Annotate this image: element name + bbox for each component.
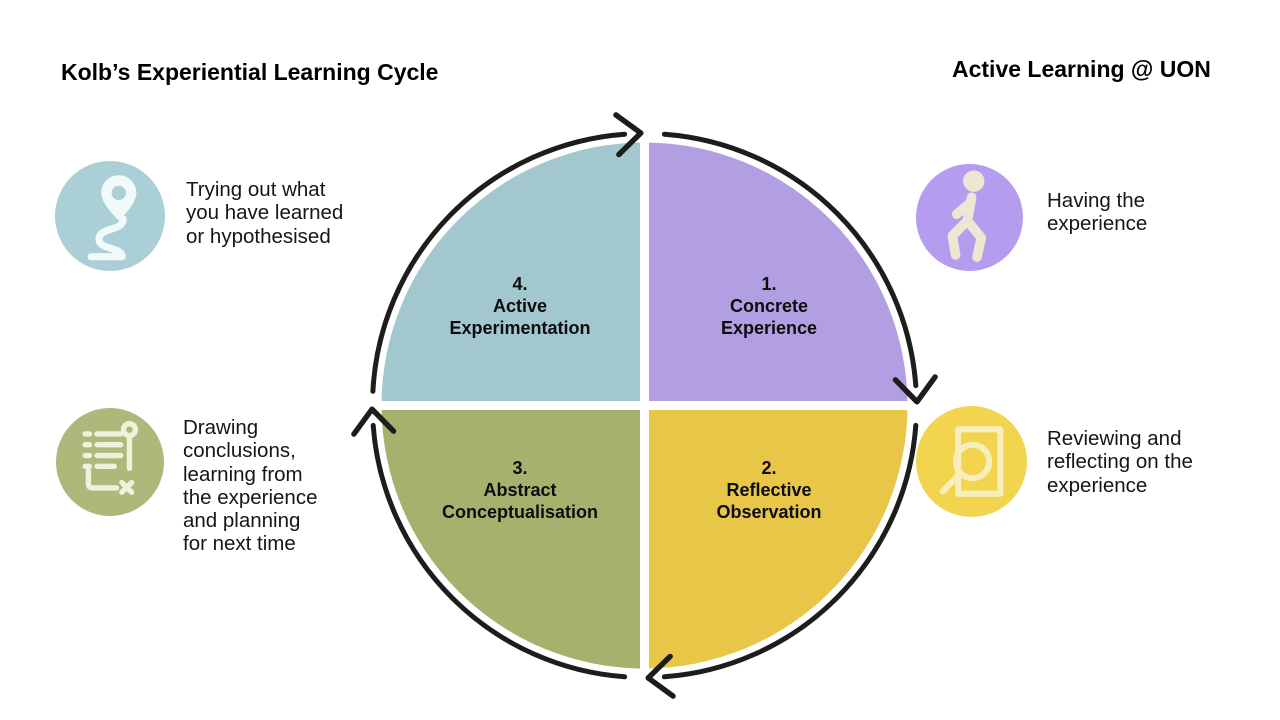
quadrant-label-active-experimentation: 4. Active Experimentation [449,274,591,338]
quadrant-abstract-conceptualisation [381,405,645,669]
quadrant-divider-horizontal [375,401,914,410]
annotation-having-experience: Having the experience [1047,189,1148,236]
annotation-reviewing: Reviewing and reflecting on the experien… [1047,427,1193,497]
quadrant-concrete-experience [644,142,908,406]
magnifier-document-icon [916,406,1027,517]
quadrant-label-abstract-conceptualisation: 3. Abstract Conceptualisation [441,458,599,522]
annotation-drawing-conclusions: Drawing conclusions, learning from the e… [183,416,318,556]
quadrant-active-experimentation [381,142,645,406]
cycle-arrows [351,112,938,699]
route-pin-icon [55,161,165,271]
checklist-icon [56,408,164,516]
walking-person-icon [916,164,1023,271]
page-title: Kolb’s Experiential Learning Cycle [61,59,439,85]
annotation-trying-out: Trying out what you have learned or hypo… [186,178,344,248]
cycle-arrow-left [351,406,628,680]
quadrant-label-reflective-observation: 2. Reflective Observation [716,458,822,522]
cycle-arrow-top [370,112,644,394]
brand-title: Active Learning @ UON [952,56,1211,82]
cycle-arrow-right [661,131,938,405]
cycle-arrow-bottom [645,422,919,699]
quadrant-reflective-observation [644,405,908,669]
quadrant-label-concrete-experience: 1. Concrete Experience [720,274,818,338]
